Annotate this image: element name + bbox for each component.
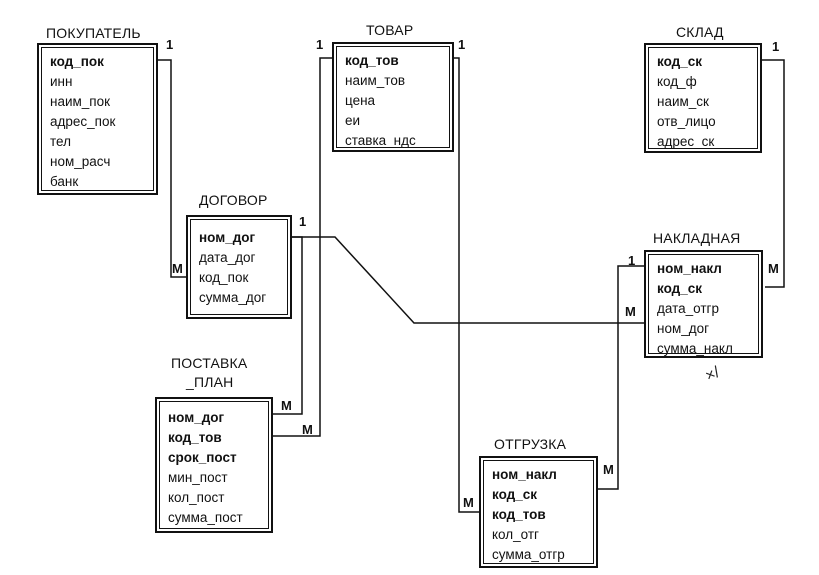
field-kod-tov-otg: код_тов: [492, 507, 546, 522]
card-many-postavka-tov: M: [302, 422, 313, 437]
field-nom-nakl-otg: ном_накл: [492, 467, 557, 482]
field-min-post: мин_пост: [168, 470, 228, 485]
field-naim-tov: наим_тов: [345, 73, 406, 88]
field-adres-sk: адрес_ск: [657, 134, 715, 149]
field-summa-dog: сумма_дог: [199, 290, 267, 305]
field-naim-pok: наим_пок: [50, 94, 111, 109]
card-many-otgruzka-tov: M: [463, 495, 474, 510]
link-dogovor-nakladnaya: [283, 236, 653, 324]
field-kod-tov-pp: код_тов: [168, 430, 222, 445]
entity-title-otgruzka: ОТГРУЗКА: [494, 436, 567, 452]
field-srok-post: срок_пост: [168, 450, 237, 465]
entity-otgruzka: ном_накл код_ск код_тов кол_отг сумма_от…: [479, 456, 598, 568]
field-nom-dog-fk: ном_дог: [657, 321, 710, 336]
entity-pokupatel: код_пок инн наим_пок адрес_пок тел ном_р…: [37, 43, 158, 195]
field-inn: инн: [50, 74, 73, 89]
field-summa-otgr: сумма_отгр: [492, 547, 565, 562]
field-otv-lico: отв_лицо: [657, 114, 716, 129]
entity-sklad: код_ск код_ф наим_ск отв_лицо адрес_ск: [644, 43, 762, 153]
card-one-nakladnaya: 1: [628, 253, 636, 268]
field-nom-nakl: ном_накл: [657, 261, 722, 276]
card-many-dogovor-pok: M: [172, 261, 183, 276]
link-nakladnaya-otgruzka: [598, 265, 653, 490]
card-one-dogovor: 1: [299, 214, 307, 229]
entity-dogovor: ном_дог дата_дог код_пок сумма_дог: [186, 215, 292, 319]
card-many-nakladnaya-sk: M: [768, 261, 779, 276]
card-one-pokupatel: 1: [166, 37, 174, 52]
field-kod-sk-otg: код_ск: [492, 487, 537, 502]
field-kod-f: код_ф: [657, 74, 697, 89]
field-tel: тел: [50, 134, 71, 149]
entity-title-tovar: ТОВАР: [366, 22, 414, 38]
field-kol-post: кол_пост: [168, 490, 225, 505]
card-one-sklad: 1: [772, 39, 780, 54]
field-summa-nakl: сумма_накл: [657, 341, 733, 356]
field-cena: цена: [345, 93, 376, 108]
field-kod-sk-fk: код_ск: [657, 281, 702, 296]
field-kod-sk: код_ск: [657, 54, 702, 69]
field-summa-post: сумма_пост: [168, 510, 243, 525]
entity-title-nakladnaya: НАКЛАДНАЯ: [653, 230, 741, 246]
entity-tovar: код_тов наим_тов цена еи ставка_ндс: [332, 42, 454, 152]
field-naim-sk: наим_ск: [657, 94, 709, 109]
entity-nakladnaya: ном_накл код_ск дата_отгр ном_дог сумма_…: [644, 250, 763, 358]
entity-title-dogovor: ДОГОВОР: [199, 192, 268, 208]
field-kod-pok: код_пок: [50, 54, 104, 69]
field-nom-dog-pp: ном_дог: [168, 410, 225, 425]
entity-title-pokupatel: ПОКУПАТЕЛЬ: [46, 25, 141, 41]
entity-postavka-plan: ном_дог код_тов срок_пост мин_пост кол_п…: [155, 397, 273, 533]
field-data-otgr: дата_отгр: [657, 301, 719, 316]
entity-title-sklad: СКЛАД: [676, 24, 724, 40]
entity-title-postavka-plan-2: _ПЛАН: [186, 374, 234, 390]
card-many-postavka-dog: M: [281, 398, 292, 413]
card-many-nakladnaya-dog: M: [625, 304, 636, 319]
link-sklad-nakladnaya: [752, 59, 785, 288]
card-many-otgruzka-nakl: M: [603, 462, 614, 477]
field-adres-pok: адрес_пок: [50, 114, 116, 129]
field-kol-otg: кол_отг: [492, 527, 539, 542]
field-kod-pok-fk: код_пок: [199, 270, 249, 285]
field-ei: еи: [345, 113, 361, 128]
field-kod-tov: код_тов: [345, 53, 399, 68]
field-bank: банк: [50, 174, 79, 189]
field-data-dog: дата_дог: [199, 250, 256, 265]
field-nom-rasch: ном_расч: [50, 154, 111, 169]
field-stavka-nds: ставка_ндс: [345, 133, 416, 148]
card-one-tovar-left: 1: [316, 37, 324, 52]
entity-title-postavka-plan-1: ПОСТАВКА: [171, 355, 248, 371]
card-one-tovar-right: 1: [458, 37, 466, 52]
field-nom-dog: ном_дог: [199, 230, 256, 245]
